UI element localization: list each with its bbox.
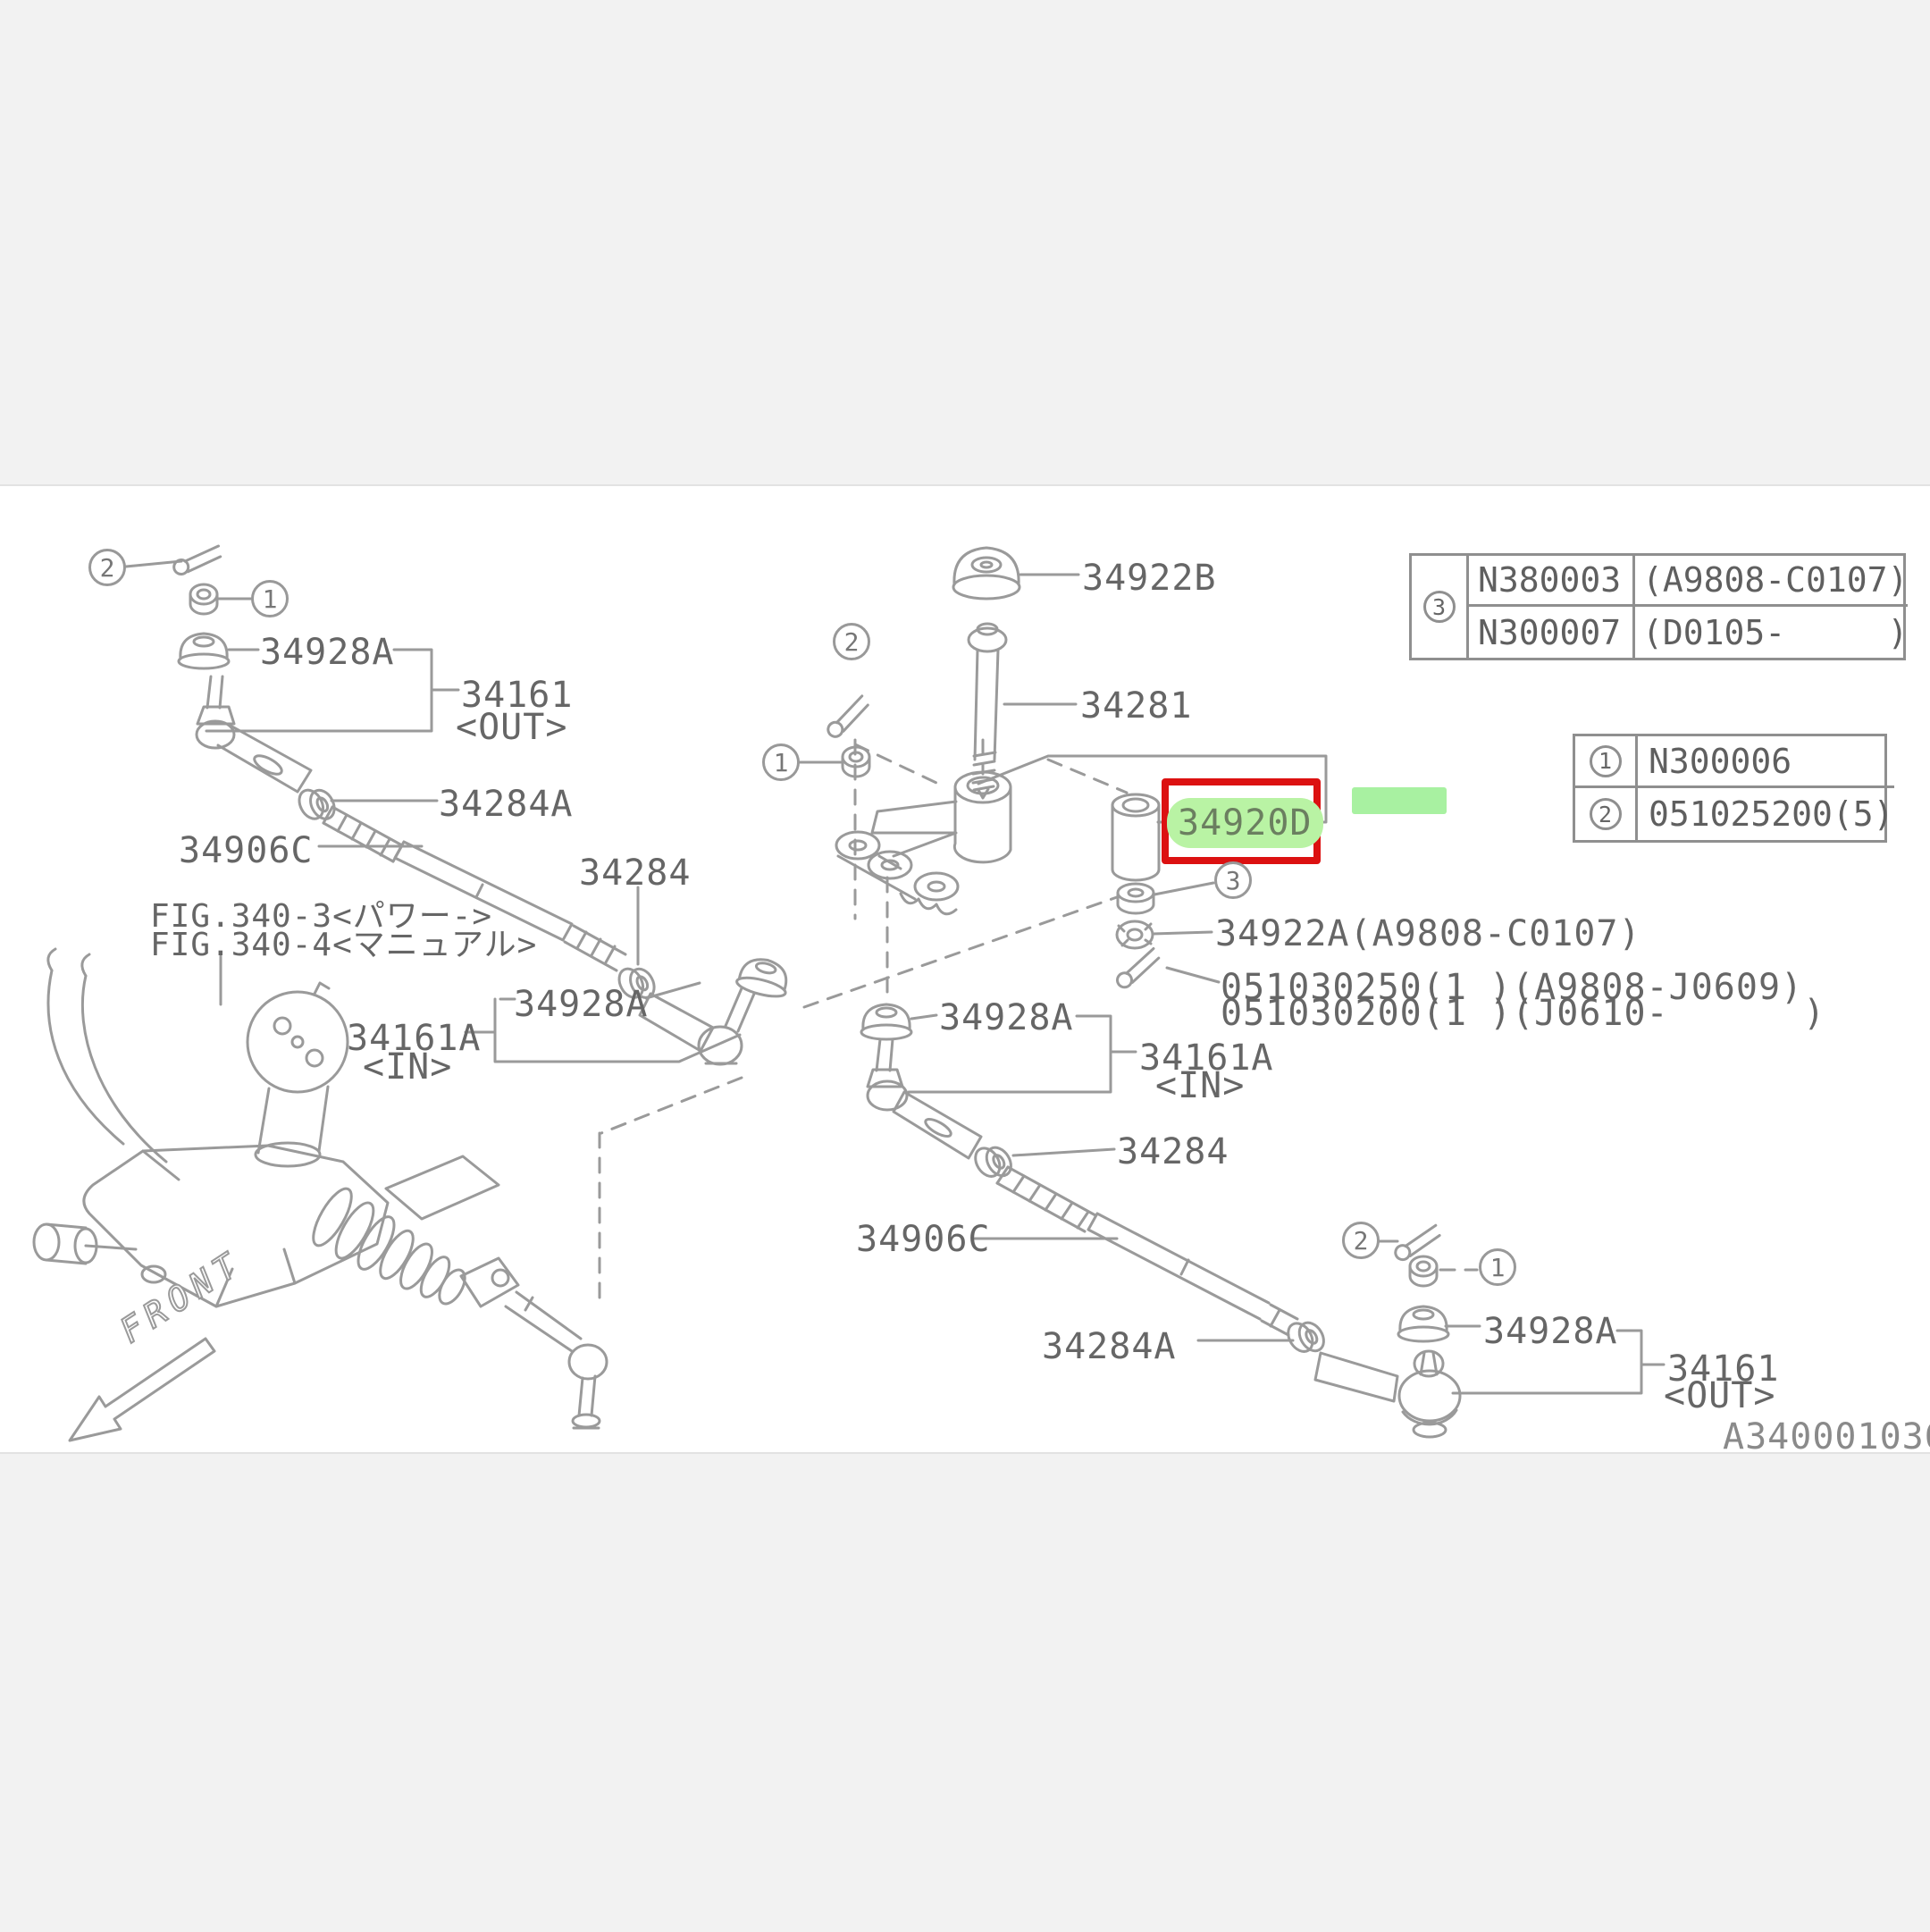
callout-3-table-badge: 3 (1422, 591, 1456, 623)
top-margin-band (0, 0, 1930, 486)
callout-2-topleft: 2 (88, 549, 126, 586)
callout-1-table-badge: 1 (1589, 744, 1622, 777)
table-badge-cell: 1 (1575, 736, 1638, 788)
label-34281: 34281 (1080, 685, 1193, 727)
table-badge-cell: 2 (1575, 788, 1638, 840)
callout-1-bottomright: 1 (1479, 1248, 1516, 1286)
label-34284-1: 34284 (579, 853, 692, 894)
label-34161a-in-2-sub: <IN> (363, 1046, 453, 1088)
callout-2-bottomright: 2 (1342, 1222, 1380, 1259)
label-34922b: 34922B (1082, 558, 1217, 599)
label-34922a: 34922A(A9808-C0107) (1215, 913, 1641, 954)
label-34906c-2: 34906C (856, 1219, 991, 1260)
callout-1-topleft: 1 (251, 580, 289, 617)
label-34284a-2: 34284A (1042, 1326, 1177, 1367)
label-051030200: 051030200(1 )(J0610- ) (1221, 993, 1826, 1034)
label-34284a-1: 34284A (439, 784, 574, 825)
table-part-number: N380003 (1469, 556, 1635, 607)
ref-table-item3: 3 N380003 (A9808-C0107) N300007 (D0105- … (1409, 553, 1909, 660)
label-34161-out-4-sub: <OUT> (1664, 1375, 1776, 1416)
table-applicability: (D0105- ) (1642, 612, 1909, 652)
label-34161-out-1-sub: <OUT> (456, 707, 568, 748)
callout-3-center: 3 (1214, 861, 1252, 899)
table-applicability: (A9808-C0107) (1635, 556, 1909, 607)
label-34284-2: 34284 (1117, 1131, 1229, 1172)
label-051030250: 051030250(1 )(A9808-J0609) (1221, 967, 1804, 1008)
label-34161-out-1: 34161 (461, 675, 574, 716)
label-34161a-in-2: 34161A (347, 1018, 482, 1059)
table-badge-cell: 3 (1412, 556, 1469, 658)
table-part-number: N300007 (1469, 607, 1635, 658)
callout-2-center: 2 (833, 623, 870, 660)
label-34906c-1: 34906C (179, 830, 314, 871)
table-part-number: N300006 (1638, 736, 1894, 788)
ref-table-items1-2: 1 N300006 2 051025200(5) (1573, 734, 1894, 843)
label-34161a-in-3: 34161A (1139, 1037, 1274, 1079)
label-diagram-id: A340001036 (1723, 1416, 1930, 1457)
callout-1-center: 1 (762, 743, 800, 781)
label-34161-out-4: 34161 (1667, 1348, 1780, 1390)
callout-2-table-badge: 2 (1589, 798, 1622, 830)
label-34161a-in-3-sub: <IN> (1155, 1065, 1246, 1106)
bottom-margin-band (0, 1452, 1930, 1932)
table-part-number: 051025200(5) (1649, 794, 1894, 834)
secondary-highlight-marker (1352, 787, 1447, 814)
